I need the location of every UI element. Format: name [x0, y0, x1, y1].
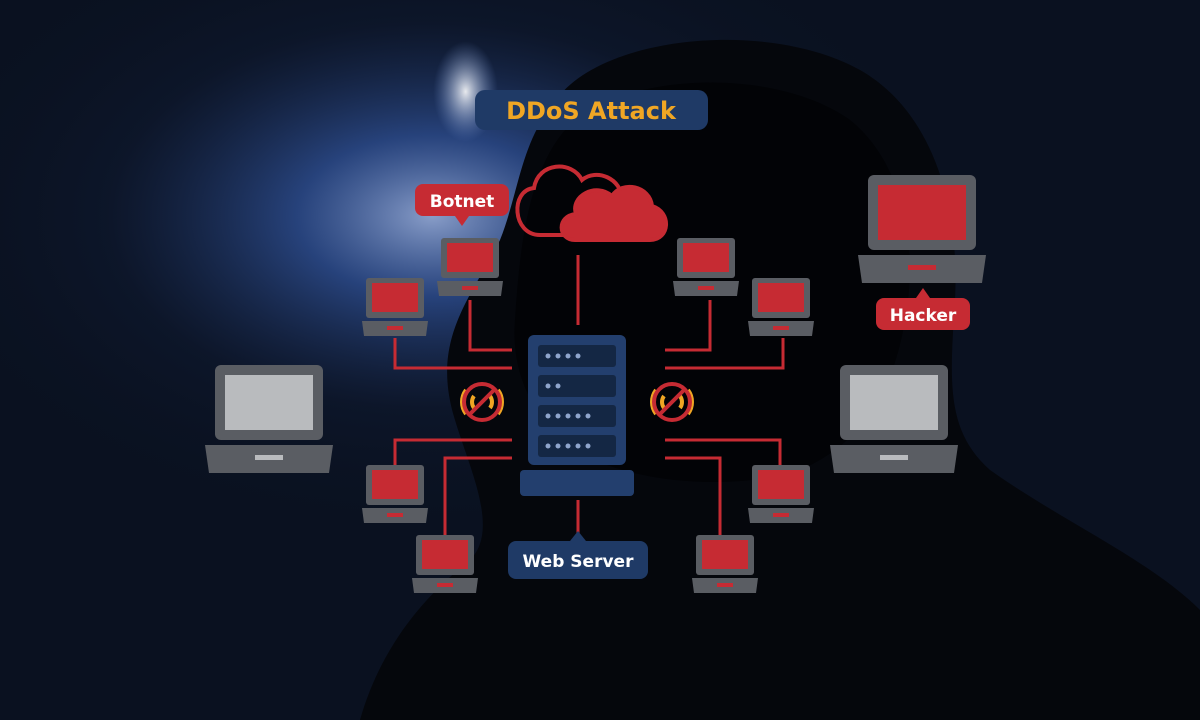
server-icon [520, 335, 634, 496]
laptop-icon [437, 238, 503, 296]
botnet-laptops [362, 238, 814, 593]
laptop-icon [205, 365, 333, 473]
laptop-icon [362, 278, 428, 336]
laptop-icon [362, 465, 428, 523]
laptop-icon [748, 278, 814, 336]
no-signal-icon [650, 382, 694, 422]
cloud-icon [515, 164, 668, 242]
web-server-label: Web Server [508, 531, 648, 579]
title-pill: DDoS Attack [475, 90, 708, 130]
botnet-text: Botnet [430, 192, 495, 212]
laptop-icon [692, 535, 758, 593]
no-signal-icon [460, 382, 504, 422]
laptop-icon [748, 465, 814, 523]
laptop-icon [412, 535, 478, 593]
hacker-text: Hacker [890, 306, 957, 326]
hacker-label: Hacker [876, 288, 970, 330]
laptop-icon [858, 175, 986, 283]
connection-lines [393, 255, 785, 540]
laptop-icon [673, 238, 739, 296]
title-text: DDoS Attack [506, 97, 677, 125]
web-server-text: Web Server [523, 552, 635, 572]
laptop-icon [830, 365, 958, 473]
botnet-label: Botnet [415, 184, 509, 226]
